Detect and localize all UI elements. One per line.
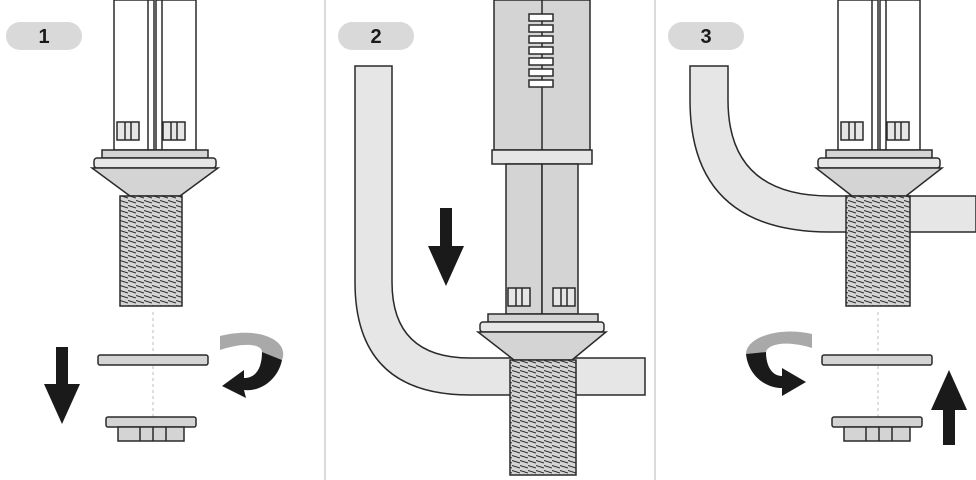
panel-1: 1	[6, 0, 284, 442]
step-number: 2	[370, 26, 381, 48]
panel-2: 2	[338, 0, 646, 476]
bolt	[475, 313, 609, 476]
rotate-clockwise-icon	[220, 332, 284, 398]
step-badge	[668, 22, 744, 50]
washer	[821, 354, 933, 366]
nut	[831, 416, 923, 442]
wrench-tool	[113, 0, 197, 151]
wrench-tool	[837, 0, 921, 151]
step-badge	[6, 22, 82, 50]
bolt	[813, 149, 945, 307]
step-number: 1	[38, 26, 49, 48]
wrench-tool	[491, 0, 593, 315]
washer	[97, 354, 209, 366]
step-badge	[338, 22, 414, 50]
step-number: 3	[700, 26, 711, 48]
arrow-up-icon	[931, 370, 967, 445]
wheel-rim-profile	[689, 65, 976, 233]
rotate-counterclockwise-icon	[746, 331, 812, 396]
arrow-down-icon	[44, 347, 80, 424]
panel-3: 3	[668, 0, 976, 445]
nut	[105, 416, 197, 442]
arrow-down-icon	[428, 208, 464, 286]
bolt	[89, 149, 221, 307]
